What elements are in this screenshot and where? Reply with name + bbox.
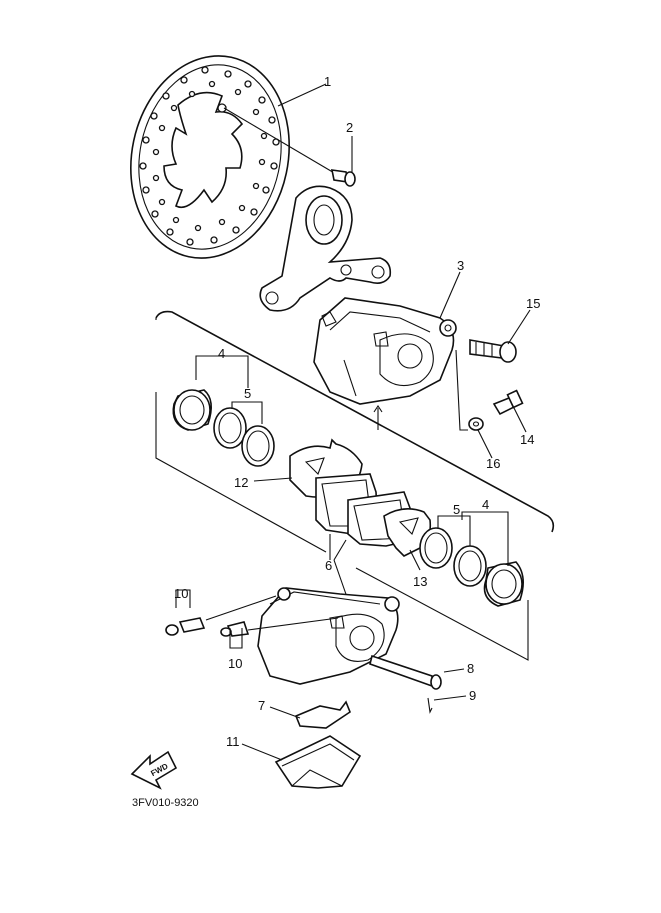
reference-code: 3FV010-9320 [132,797,199,809]
callout-13: 13 [413,574,427,589]
callout-14: 14 [520,432,534,447]
pin-clip [427,697,433,714]
leader-lines [195,83,531,761]
callout-7: 7 [258,698,265,713]
fwd-arrow-icon: FWD [130,750,178,790]
callout-10-lower: 10 [228,656,242,671]
caliper-assembly-lower [257,587,400,685]
callout-6: 6 [325,558,332,573]
caliper-cover [274,735,362,789]
piston-right [483,561,524,607]
assembly-bracket-frame [155,310,555,533]
seal-right [419,527,487,587]
bleed-screw [492,389,524,416]
callout-9: 9 [469,688,476,703]
brake-disc [130,55,290,259]
callout-10-upper: 10 [174,586,188,601]
disc-holes [139,66,280,246]
callout-1: 1 [324,74,331,89]
callouts: 1 2 3 4 5 4 5 6 7 8 9 10 10 11 12 13 14 … [174,74,540,749]
seal-left [213,407,275,467]
pad-support [294,700,351,729]
callout-4-right: 4 [482,497,489,512]
callout-8: 8 [467,661,474,676]
disc-bolt [223,107,356,187]
bleed-screws-lower [165,589,339,649]
piston-left [172,389,212,431]
callout-2: 2 [346,120,353,135]
callout-11: 11 [226,734,240,749]
callout-3: 3 [457,258,464,273]
callout-5-left: 5 [244,386,251,401]
caliper-bolt [469,339,517,363]
callout-4-left: 4 [218,346,225,361]
callout-15: 15 [526,296,540,311]
callout-16: 16 [486,456,500,471]
caliper-assembly-upper [313,297,457,430]
caliper-bracket [259,185,392,312]
pad-pin [369,654,442,690]
callout-5-right: 5 [453,502,460,517]
washer [455,349,484,431]
callout-12: 12 [234,475,248,490]
